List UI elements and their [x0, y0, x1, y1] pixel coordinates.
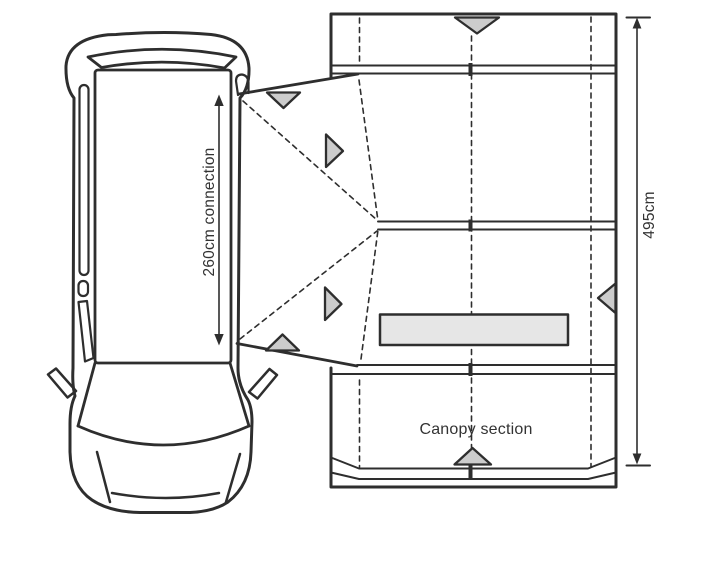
awning-body: [329, 12, 618, 489]
peg-awning-bottom-center-icon: [453, 446, 493, 466]
van-windshield-pillar-left: [76, 361, 97, 428]
awning-seam-1: [330, 64, 617, 75]
van-side-trim-upper: [78, 83, 90, 277]
canopy-section-label: Canopy section: [419, 421, 533, 438]
peg-tunnel-lower-right-icon: [323, 286, 343, 322]
van-body-outline: [64, 31, 254, 514]
van-top-view: [46, 31, 279, 514]
van-roof-panel: [93, 68, 233, 365]
awning-outline: [329, 12, 618, 489]
awning-seam-2: [377, 220, 617, 231]
dimension-495: [625, 16, 651, 467]
van-side-trim-handle: [77, 279, 90, 298]
tunnel-edge-top: [237, 72, 360, 96]
peg-tunnel-upper-right-icon: [324, 133, 345, 169]
tunnel-guy-line-2: [358, 79, 379, 222]
van-mirror-right: [247, 367, 279, 400]
tunnel-guy-line-3: [239, 230, 378, 340]
awning-seam-3: [330, 364, 617, 375]
peg-awning-right-edge-icon: [596, 282, 617, 315]
awning-window-panel: [378, 313, 570, 347]
dim-495-arrowhead-up: [632, 17, 642, 29]
tunnel-guy-line-1: [242, 100, 378, 221]
van-bumper-line: [110, 491, 221, 500]
connection-dimension-label: 260cm connection: [200, 147, 218, 277]
dim-260-arrowhead-up: [214, 94, 224, 106]
dim-260-arrowhead-down: [214, 334, 224, 346]
van-side-trim-lower: [77, 299, 95, 363]
van-rail-flap: [234, 73, 250, 97]
peg-tunnel-bottom-up-icon: [264, 333, 301, 352]
connection-tunnel: [235, 72, 379, 368]
dimension-260: [214, 94, 224, 346]
tunnel-edge-bottom: [235, 342, 359, 368]
awning-skirt-line-1: [330, 456, 617, 470]
van-windshield-pillar-right: [228, 361, 251, 428]
van-windshield-base: [76, 424, 251, 447]
awning-skirt-line-2: [330, 471, 617, 480]
tunnel-guy-line-4: [360, 229, 379, 360]
van-rear-window: [86, 47, 238, 70]
peg-awning-top-center-icon: [453, 16, 501, 35]
van-hood-crease-right: [224, 452, 242, 504]
van-hood-crease-left: [95, 450, 112, 504]
peg-tunnel-top-down-icon: [265, 91, 302, 110]
van-mirror-left: [46, 367, 78, 399]
dim-495-arrowhead-down: [632, 453, 642, 465]
length-dimension-label: 495cm: [640, 190, 658, 239]
